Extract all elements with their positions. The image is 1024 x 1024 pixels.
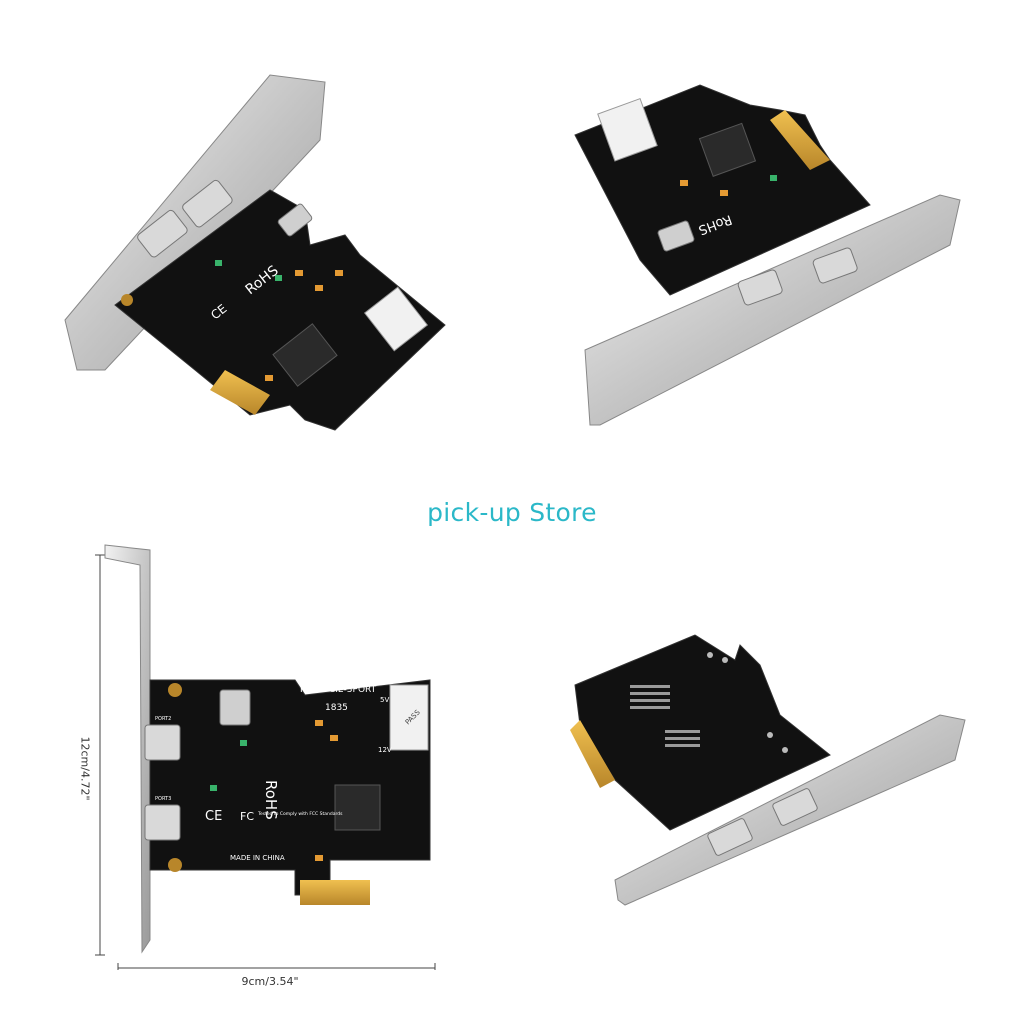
via	[767, 732, 773, 738]
led	[240, 740, 247, 746]
firewire-port	[737, 269, 783, 306]
metal-bracket	[584, 194, 961, 426]
solder-pads	[630, 685, 700, 747]
firewire-port	[182, 179, 233, 228]
port3-label: PORT3	[155, 796, 171, 802]
rohs-label: RoHS	[262, 780, 280, 820]
firewire-port	[707, 818, 753, 856]
capacitor	[315, 285, 323, 291]
via	[722, 657, 728, 663]
screw	[168, 683, 182, 697]
made-in-label: MADE IN CHINA	[230, 854, 285, 862]
height-dimension-label: 12cm/4.72"	[78, 736, 92, 801]
via	[782, 747, 788, 753]
internal-port	[277, 203, 313, 237]
fc-label: FC	[240, 810, 254, 823]
via	[707, 652, 713, 658]
controller-chip	[698, 122, 757, 177]
gold-fingers	[210, 370, 270, 415]
gold-fingers	[770, 110, 830, 170]
capacitor	[335, 270, 343, 276]
width-dimension-label: 9cm/3.54"	[241, 975, 299, 988]
ce-label: CE	[205, 809, 222, 824]
controller-chip	[272, 323, 338, 387]
12v-label: 12V	[378, 746, 392, 754]
internal-port	[219, 689, 251, 726]
model-label: FWB-PCIE-3PORT	[300, 685, 377, 695]
screw	[168, 858, 182, 872]
capacitor	[265, 375, 273, 381]
led	[215, 260, 222, 266]
led	[275, 275, 282, 281]
internal-port	[657, 220, 695, 252]
controller-chip	[334, 784, 381, 831]
capacitor	[315, 855, 323, 861]
photo-card-front-dimensions: FWB-PCIE-3PORT 1835 RoHS CE FC MADE IN C…	[95, 544, 436, 970]
capacitor	[720, 190, 728, 196]
power-connector	[597, 98, 658, 162]
screw	[121, 294, 133, 306]
photo-card-angle-left: RoHS CE	[64, 74, 446, 431]
firewire-port	[772, 788, 818, 826]
firewire-port	[137, 209, 188, 258]
led	[210, 785, 217, 791]
photo-card-back	[570, 634, 966, 906]
firewire-port	[144, 804, 181, 841]
batch-label: 1835	[325, 703, 348, 713]
5v-label: 5V	[380, 696, 389, 704]
port2-label: PORT2	[155, 716, 171, 722]
photo-card-angle-right: RoHS	[574, 84, 961, 426]
firewire-port	[144, 724, 181, 761]
metal-bracket	[104, 544, 151, 954]
fcc-note: Tested to Comply with FCC Standards	[257, 811, 343, 817]
capacitor	[315, 720, 323, 726]
capacitor	[680, 180, 688, 186]
firewire-port	[812, 247, 858, 284]
gold-fingers	[300, 880, 370, 905]
pcb-board	[149, 679, 431, 896]
gold-fingers	[570, 720, 615, 788]
store-name: pick-up Store	[427, 498, 597, 527]
capacitor	[330, 735, 338, 741]
capacitor	[295, 270, 303, 276]
led	[770, 175, 777, 181]
power-connector	[389, 684, 429, 751]
power-connector	[363, 286, 429, 352]
